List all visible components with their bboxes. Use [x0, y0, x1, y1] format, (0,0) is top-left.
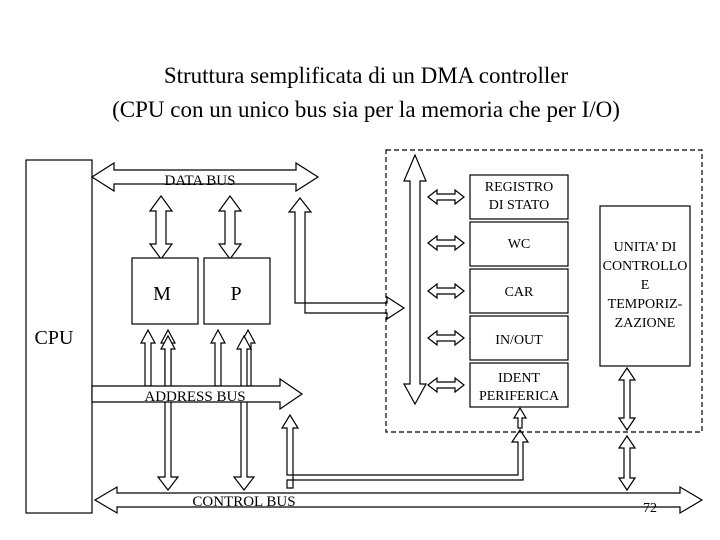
control-unit-line1: UNITA’ DI [614, 240, 677, 255]
cpu-label: CPU [35, 327, 74, 349]
control-unit-to-control-bus-arrow [617, 434, 637, 492]
bus-to-register-inout-arrow [427, 329, 465, 347]
cpu-box [25, 159, 93, 514]
peripheral-to-control-bus-arrow [232, 334, 256, 491]
register-ident-line1: IDENT [498, 371, 540, 386]
bus-to-register-wc-arrow [427, 234, 465, 252]
title-line-1: Struttura semplificata di un DMA control… [164, 63, 569, 88]
data-bus-to-peripheral-arrow [217, 194, 243, 261]
register-wc-box [469, 221, 569, 267]
peripheral-box [203, 257, 271, 325]
register-car-box [469, 268, 569, 314]
memory-to-control-bus-arrow [156, 334, 180, 491]
register-inout-box [469, 315, 569, 361]
peripheral-label: P [230, 283, 241, 305]
control-bus-arrow [93, 485, 704, 515]
register-ident-line2: PERIFERICA [479, 389, 560, 404]
register-car-label: CAR [505, 285, 534, 300]
peripheral-to-address-bus-arrow-1 [209, 328, 227, 387]
control-unit-line4: TEMPORIZ- [608, 297, 683, 312]
data-bus-label: DATA BUS [165, 173, 236, 189]
register-ident-box [469, 362, 569, 408]
memory-box [131, 257, 199, 325]
bus-to-register-ident-arrow [427, 376, 465, 394]
memory-label: M [153, 283, 171, 305]
data-bus-arrow [90, 161, 320, 193]
dma-controller-boundary [385, 149, 703, 433]
data-bus-to-dma-arrow [287, 197, 406, 321]
register-inout-label: IN/OUT [495, 333, 543, 348]
control-unit-to-boundary-arrow [617, 366, 637, 432]
ident-to-control-link-arrow [512, 406, 528, 429]
control-unit-line3: E [641, 278, 650, 293]
register-status-line2: DI STATO [489, 198, 549, 213]
bus-to-register-car-arrow [427, 282, 465, 300]
register-status-box [469, 174, 569, 220]
register-wc-label: WC [508, 237, 531, 252]
control-unit-line2: CONTROLLO [603, 259, 688, 274]
dma-to-control-bus-arrow [280, 413, 530, 489]
data-bus-to-memory-arrow [148, 194, 174, 261]
title-line-2: (CPU con un unico bus sia per la memoria… [112, 97, 620, 122]
address-bus-arrow [91, 377, 304, 411]
memory-to-address-bus-arrow-1 [139, 328, 157, 387]
control-unit-box [599, 205, 691, 367]
dma-internal-bus-arrow [402, 153, 428, 406]
bus-to-register-status-arrow [427, 188, 465, 206]
control-unit-line5: ZAZIONE [615, 316, 676, 331]
register-status-line1: REGISTRO [485, 180, 553, 195]
control-bus-label: CONTROL BUS [192, 494, 295, 510]
page-number: 72 [643, 501, 657, 516]
address-bus-label: ADDRESS BUS [144, 389, 245, 405]
